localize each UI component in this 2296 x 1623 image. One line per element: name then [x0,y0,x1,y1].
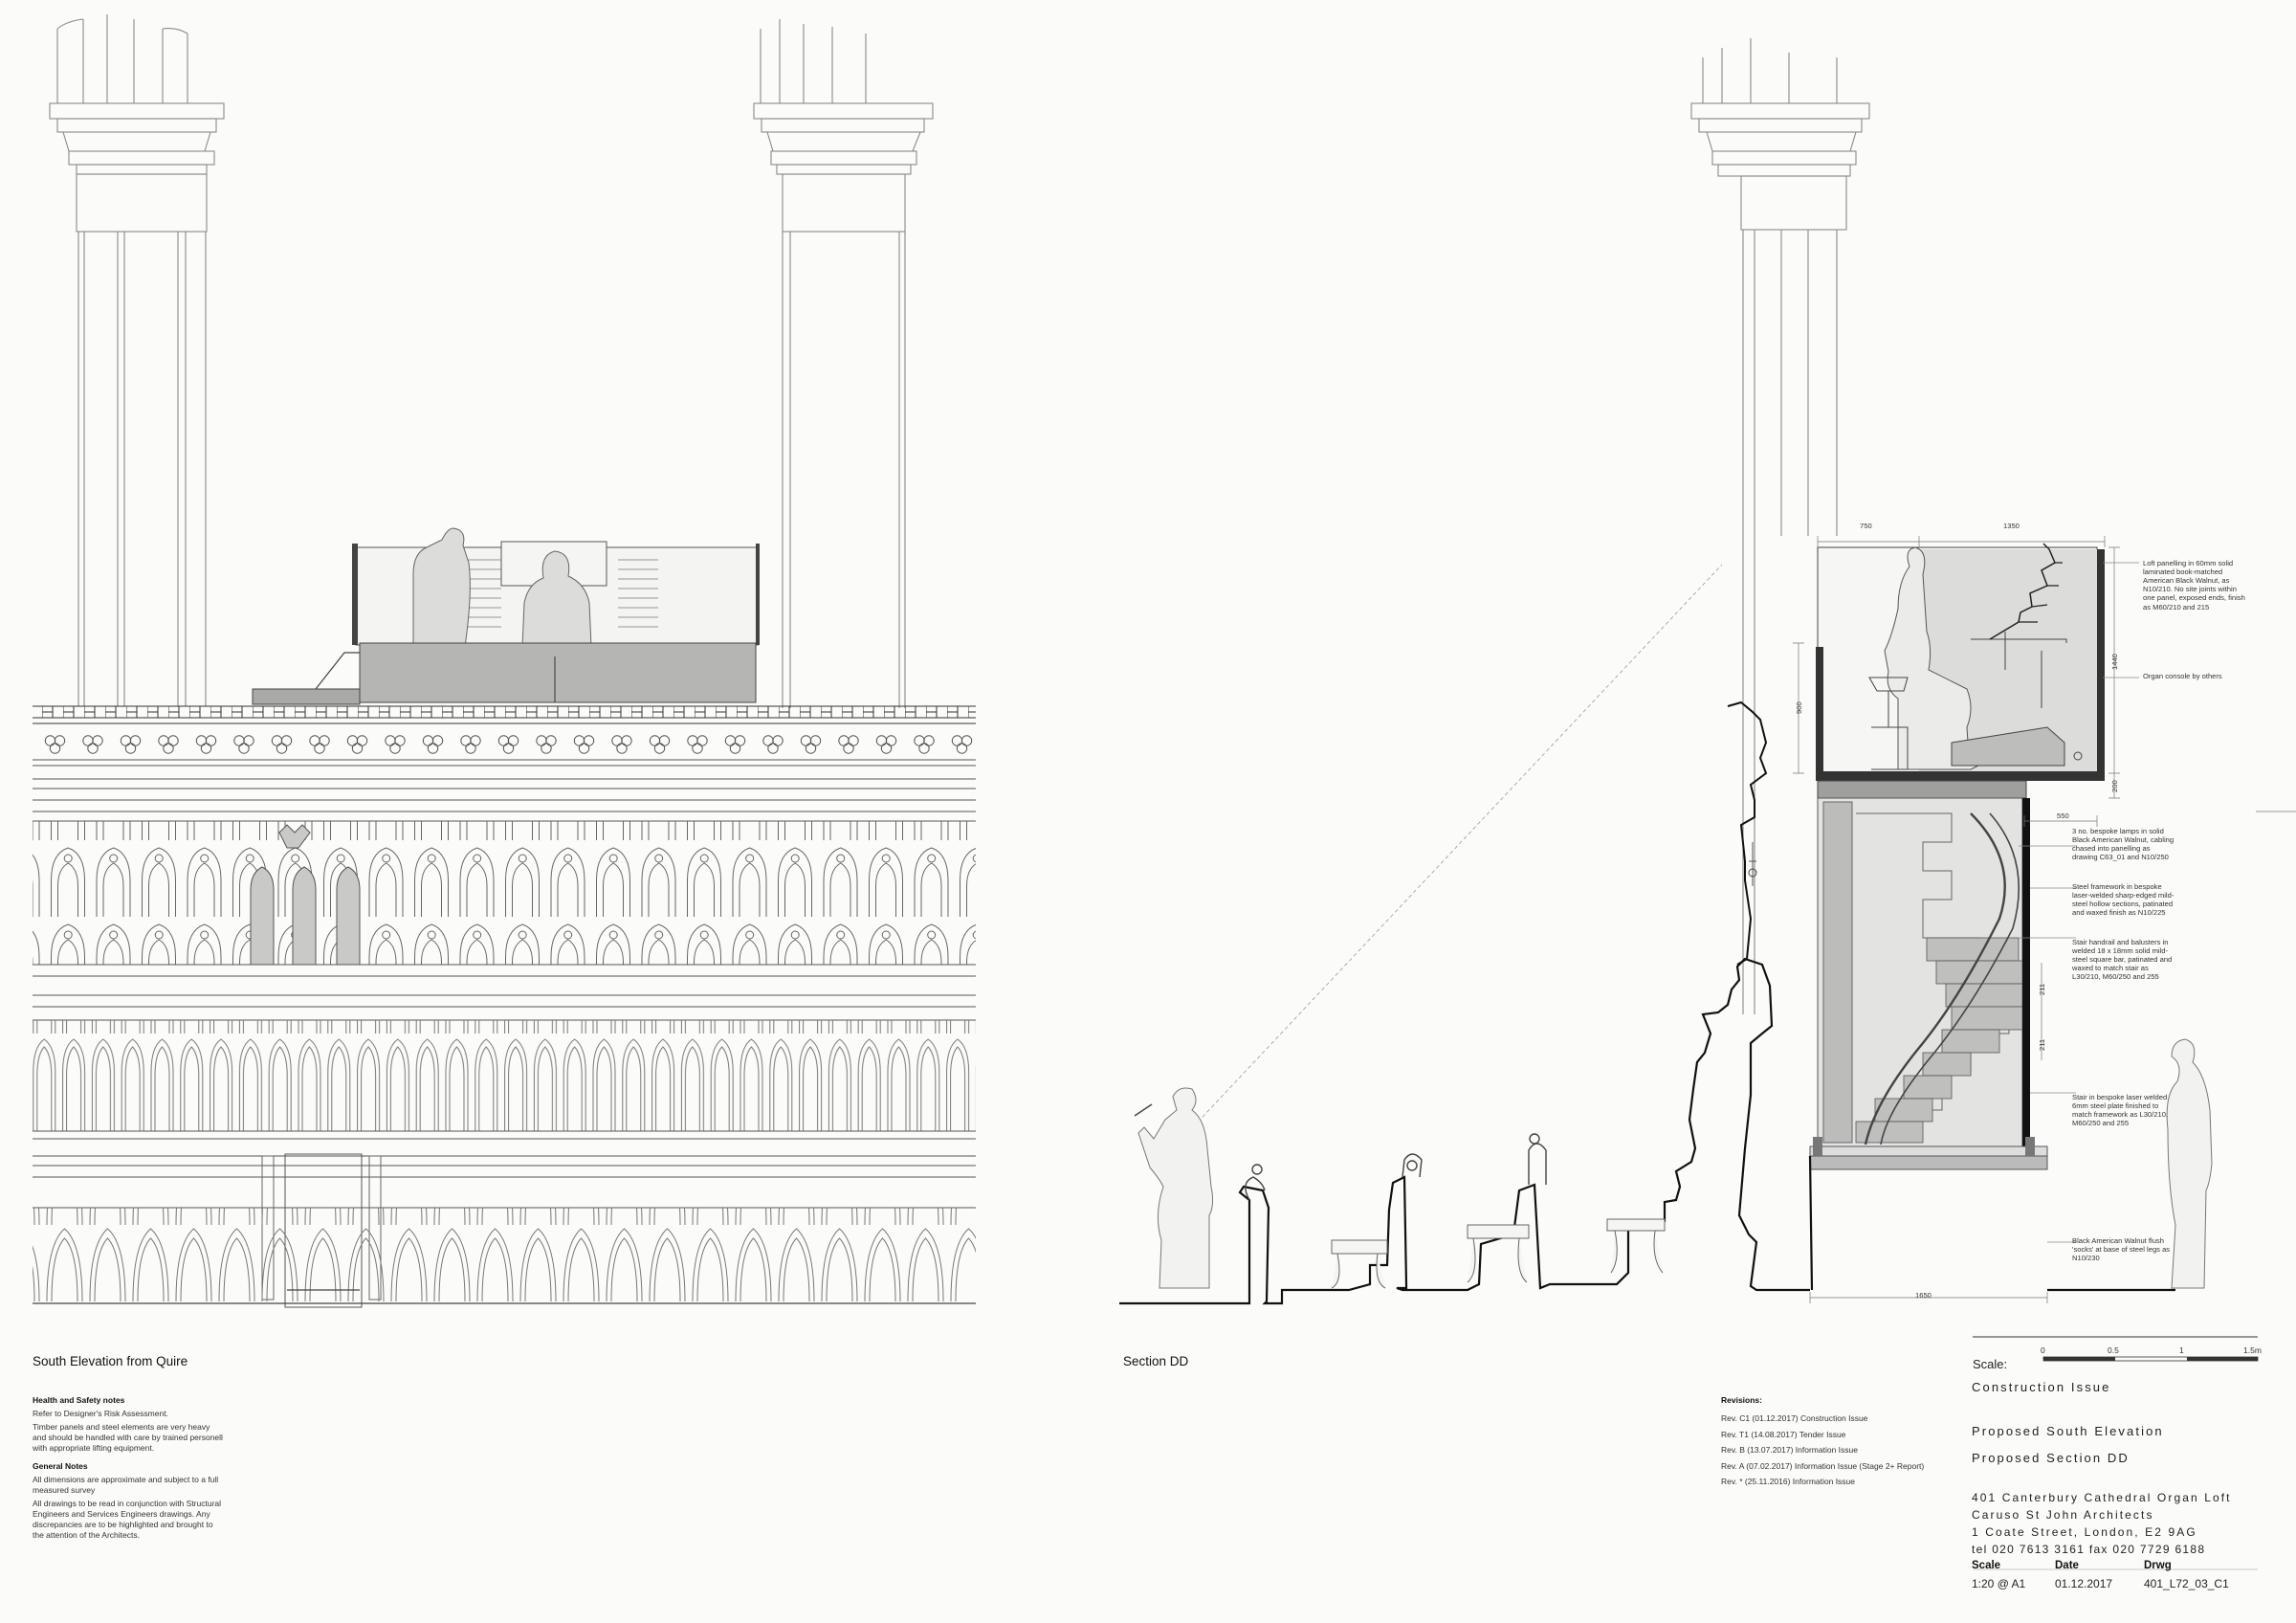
scale-tick: 1 [2179,1345,2184,1355]
annotation-leaders [2019,562,2139,1243]
scale-tick: 1.5m [2243,1345,2262,1355]
title-block-graphics [1973,1336,2259,1570]
stair-tower [1809,780,2048,1170]
notes-block: Health and Safety notes Refer to Designe… [33,1395,224,1541]
figure-right [2166,1038,2213,1289]
elevation-title: South Elevation from Quire [33,1354,188,1368]
hs-note-2: Timber panels and steel elements are ver… [33,1421,223,1453]
revision-item: Rev. A (07.02.2017) Information Issue (S… [1721,1460,1925,1471]
practice-phone: tel 020 7613 3161 fax 020 7729 6188 [1972,1543,2206,1556]
dimension-211: 211 [2038,1038,2046,1051]
dimension-200: 200 [2110,780,2119,792]
dimension-1440: 1440 [2110,654,2119,670]
section-dd [1119,38,2296,1305]
general-note-1: All dimensions are approximate and subje… [33,1475,219,1496]
practice-address: 1 Coate Street, London, E2 9AG [1972,1525,2197,1539]
annotation-framework: Steel framework in bespoke laser-welded … [2072,882,2175,918]
pew-seats [1331,1218,1666,1289]
project-name: 401 Canterbury Cathedral Organ Loft [1972,1491,2232,1504]
organ-console [252,527,760,705]
right-column [753,19,934,708]
loft-box [1816,543,2105,781]
date-value: 01.12.2017 [2055,1577,2113,1590]
revisions-block: Revisions: Rev. C1 (01.12.2017) Construc… [1721,1395,1924,1493]
scale-value: 1:20 @ A1 [1972,1577,2026,1590]
general-note-2: All drawings to be read in conjunction w… [33,1499,222,1540]
revision-item: Rev. T1 (14.08.2017) Tender Issue [1721,1429,1846,1439]
annotation-socks: Black American Walnut flush 'socks' at b… [2072,1236,2171,1263]
revisions-heading: Revisions: [1721,1395,1762,1405]
annotation-handrail: Stair handrail and balusters in welded 1… [2072,938,2173,982]
dimension-lines [1793,536,2296,1303]
section-column [1690,38,1870,1014]
annotation-stair: Stair in bespoke laser welded 6mm steel … [2072,1093,2169,1128]
drawing-title-2: Proposed Section DD [1972,1451,2130,1465]
hs-heading: Health and Safety notes [33,1395,125,1405]
dimension-1650: 1650 [1915,1291,1932,1300]
figure-left [1137,1087,1214,1289]
dimension-750: 750 [1860,522,1872,530]
revision-item: Rev. * (25.11.2016) Information Issue [1721,1477,1856,1487]
hs-note-1: Refer to Designer's Risk Assessment. [33,1408,168,1418]
issue-status: Construction Issue [1972,1380,2111,1394]
practice-name: Caruso St John Architects [1972,1508,2154,1522]
general-heading: General Notes [33,1461,88,1472]
scale-tick: 0.5 [2108,1345,2119,1355]
annotation-panelling: Loft panelling in 60mm solid laminated b… [2143,559,2245,611]
annotation-lamps: 3 no. bespoke lamps in solid Black Ameri… [2072,827,2175,862]
dimension-211: 211 [2038,983,2046,995]
scale-heading: Scale [1972,1560,2001,1571]
shaded-tracery [250,824,361,966]
section-title: Section DD [1123,1354,1189,1368]
drwg-heading: Drwg [2144,1560,2172,1571]
scale-bar-label: Scale: [1973,1357,2008,1371]
dimension-900: 900 [1795,701,1803,714]
scale-tick: 0 [2041,1345,2045,1355]
pew-finials [1245,1133,1547,1201]
revision-item: Rev. B (13.07.2017) Information Issue [1721,1445,1859,1456]
drawing-title-1: Proposed South Elevation [1972,1424,2164,1438]
south-elevation [33,14,976,1308]
revision-item: Rev. C1 (01.12.2017) Construction Issue [1721,1413,1868,1424]
left-column [49,14,225,706]
dimension-1350: 1350 [2003,522,2020,530]
dimension-550: 550 [2057,812,2069,820]
date-heading: Date [2055,1560,2079,1571]
drawing-number: 401_L72_03_C1 [2144,1577,2229,1590]
annotation-console: Organ console by others [2143,672,2222,680]
